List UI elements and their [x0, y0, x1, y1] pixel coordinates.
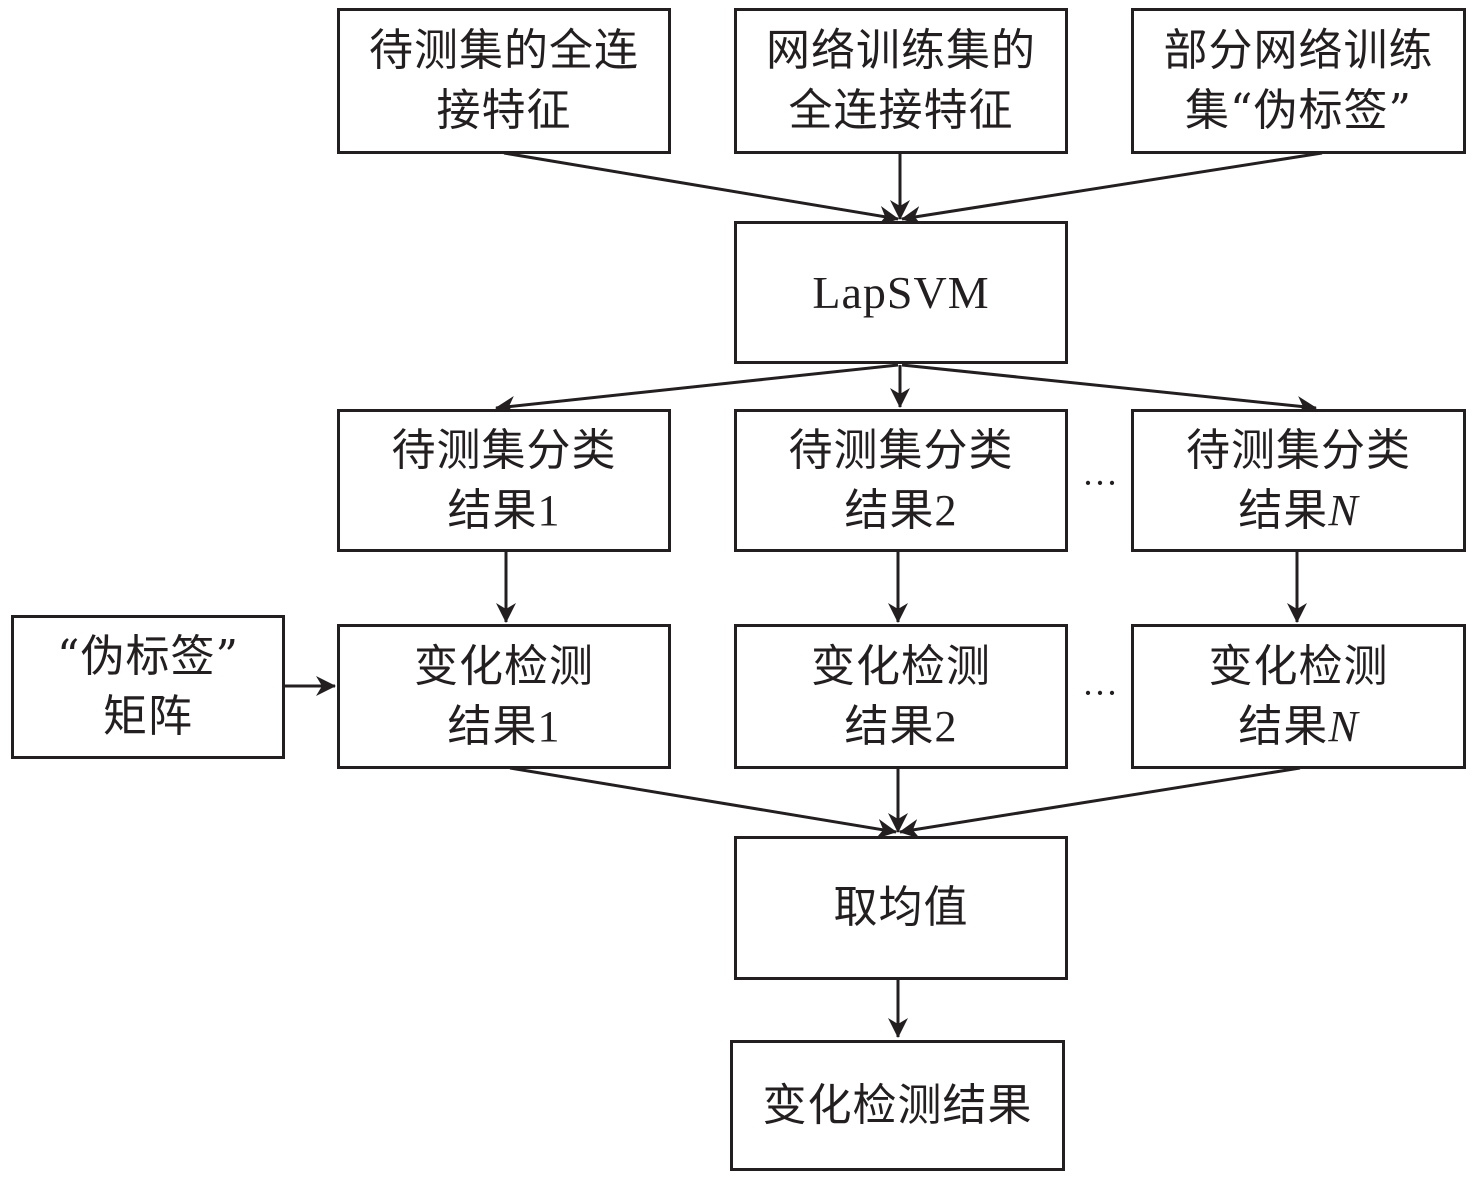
average-box: 取均值 — [734, 836, 1068, 980]
result-prefix: 变化检测 结果 — [811, 640, 991, 752]
ellipsis-change-detection: ··· — [1082, 673, 1118, 713]
lapsvm-label: LapSVM — [812, 266, 990, 318]
arrow-input1-to-lapsvm — [503, 151, 899, 226]
arrow-lapsvm-to-class1 — [495, 363, 899, 416]
change-detection-result-1: 变化检测 结果1 — [337, 624, 671, 769]
result-index: N — [1328, 701, 1359, 751]
classification-result-2: 待测集分类 结果2 — [734, 409, 1068, 552]
input-box-test-set-features: 待测集的全连 接特征 — [337, 8, 671, 154]
change-detection-result-2: 变化检测 结果2 — [734, 624, 1068, 769]
ellipsis-classification: ··· — [1082, 463, 1118, 503]
pseudo-label-matrix-box: “伪标签” 矩阵 — [11, 615, 285, 759]
input-box-pseudo-labels: 部分网络训练 集“伪标签” — [1131, 8, 1466, 154]
input-label: 待测集的全连 接特征 — [369, 25, 639, 136]
result-prefix: 变化检测 结果 — [1208, 640, 1389, 752]
classification-result-n: 待测集分类 结果N — [1131, 409, 1466, 552]
average-label: 取均值 — [833, 882, 969, 933]
final-result-label: 变化检测结果 — [762, 1079, 1033, 1131]
result-label: 待测集分类 结果1 — [392, 421, 617, 541]
result-label: 变化检测 结果N — [1209, 637, 1389, 757]
result-prefix: 变化检测 结果 — [414, 640, 594, 752]
arrow-input3-to-lapsvm — [901, 151, 1323, 226]
input-box-train-set-features: 网络训练集的 全连接特征 — [734, 8, 1068, 154]
result-label: 待测集分类 结果N — [1186, 421, 1411, 541]
change-detection-result-n: 变化检测 结果N — [1131, 624, 1466, 769]
result-index: 1 — [537, 485, 561, 535]
classification-result-1: 待测集分类 结果1 — [337, 409, 671, 552]
arrow-lapsvm-to-classN — [901, 363, 1317, 416]
final-result-box: 变化检测结果 — [730, 1040, 1065, 1171]
result-prefix: 待测集分类 结果 — [391, 424, 617, 536]
result-prefix: 待测集分类 结果 — [1186, 424, 1411, 536]
input-label: 部分网络训练 集“伪标签” — [1163, 25, 1434, 136]
result-prefix: 待测集分类 结果 — [788, 424, 1014, 536]
result-index: 2 — [934, 485, 958, 535]
result-index: 1 — [537, 701, 561, 751]
arrow-cdN-to-average — [899, 766, 1301, 839]
pseudo-label-matrix-label: “伪标签” 矩阵 — [57, 631, 239, 742]
arrow-cd1-to-average — [509, 766, 897, 839]
input-label: 网络训练集的 全连接特征 — [766, 25, 1036, 136]
result-label: 待测集分类 结果2 — [789, 421, 1014, 541]
result-index: 2 — [934, 701, 958, 751]
result-label: 变化检测 结果1 — [414, 637, 594, 757]
result-label: 变化检测 结果2 — [811, 637, 991, 757]
lapsvm-box: LapSVM — [734, 221, 1068, 364]
result-index: N — [1328, 485, 1359, 535]
